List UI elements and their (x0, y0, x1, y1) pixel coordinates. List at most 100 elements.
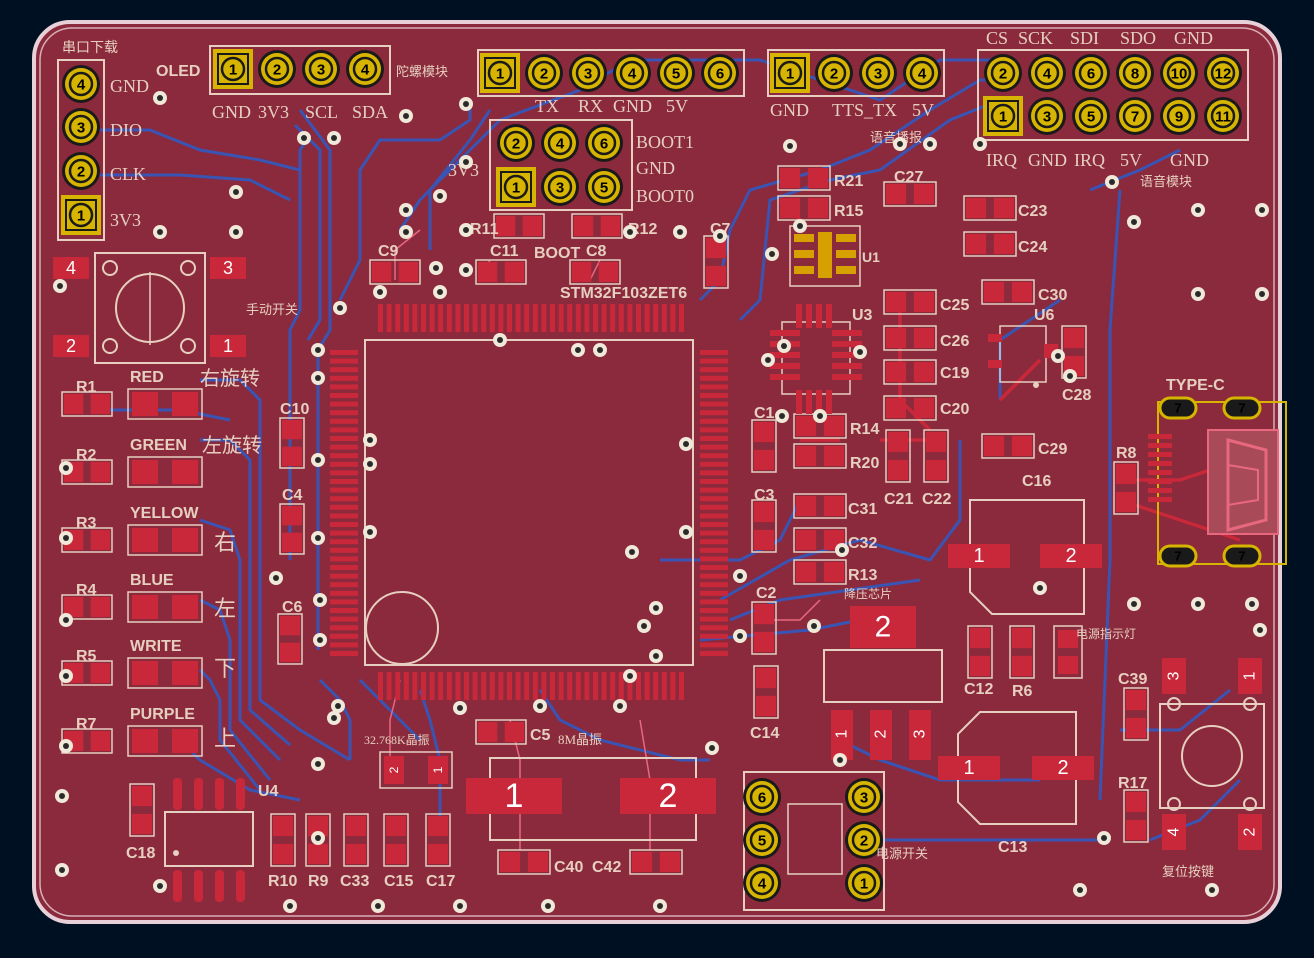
boot-pin-6: 6 (585, 124, 623, 162)
uart-label-gnd: GND (613, 96, 652, 116)
boot-pin-5: 5 (585, 168, 623, 206)
oled-pin-1-num: 1 (229, 62, 237, 79)
label-c13: C13 (998, 839, 1027, 856)
boot-pin-4: 4 (541, 124, 579, 162)
spi-pin-12-num: 12 (1215, 66, 1232, 83)
left-switch-pad-4: 4 (53, 257, 89, 279)
svg-text:2: 2 (875, 611, 892, 644)
part-c15 (383, 813, 409, 867)
xtal32-body (379, 751, 453, 789)
oled-pin-2-num: 2 (273, 62, 281, 79)
boot-pin-6-num: 6 (600, 136, 608, 153)
rot-left-label: 左旋转 (202, 434, 262, 457)
dir-labels: 右 左 下 上 (214, 530, 236, 751)
resistor-r7 (61, 728, 113, 754)
rot-right-label: 右旋转 (200, 367, 260, 390)
left-switch-pad-1: 1 (210, 335, 246, 357)
label-c18: C18 (126, 845, 155, 862)
xtal8: 1 2 8M晶振 (466, 732, 716, 841)
label-r15: R15 (834, 203, 863, 220)
boot-outline (489, 119, 633, 211)
power-switch-pin-3: 3 (845, 778, 883, 816)
tts-pin-1: 1 (770, 53, 810, 93)
uart-label-tx: TX (535, 96, 559, 116)
part-c19 (883, 359, 937, 385)
tts-outline (767, 49, 945, 97)
part-c1 (751, 419, 777, 473)
mcu-pins-right (700, 350, 728, 656)
resistor-label: R2 (76, 447, 97, 464)
cap-c16: 1 2 (948, 499, 1102, 615)
resistor-label: R4 (76, 582, 97, 599)
spi-pin-9-num: 9 (1175, 109, 1183, 126)
part-r14 (793, 413, 847, 439)
prog-header-title: 串口下载 (62, 40, 118, 56)
spi-pin-8-num: 8 (1131, 66, 1139, 83)
part-r6 (1009, 625, 1035, 679)
led-label: BLUE (130, 572, 174, 589)
u1-ic: U1 (789, 225, 880, 287)
boot-pin-2: 2 (497, 124, 535, 162)
svg-text:1: 1 (431, 766, 445, 773)
tts-label-tx: TTS_TX (832, 100, 897, 120)
boot-pin-2-num: 2 (512, 136, 520, 153)
resistor-label: R7 (76, 716, 97, 733)
spi-bottom-irq1: IRQ (986, 150, 1017, 170)
label-c17: C17 (426, 873, 455, 890)
prog-pin-4: 4 (62, 65, 100, 103)
label-c30: C30 (1038, 287, 1067, 304)
mcu-body (364, 339, 694, 666)
tts-pin-3-num: 3 (874, 66, 882, 83)
resistor-r4 (61, 594, 113, 620)
uart-pin-4: 4 (613, 54, 651, 92)
label-c19: C19 (940, 365, 969, 382)
label-c26: C26 (940, 333, 969, 350)
reset-pad-3: 3 (1162, 658, 1186, 694)
uart-pin-5-num: 5 (672, 66, 680, 83)
uart-label-5v: 5V (666, 96, 688, 116)
svg-text:3: 3 (223, 258, 233, 278)
reset-outline (1159, 703, 1265, 809)
power-switch-pin-3-num: 3 (860, 790, 868, 807)
part-r10 (270, 813, 296, 867)
boot-pin-4-num: 4 (556, 136, 565, 153)
part-r17 (1123, 789, 1149, 843)
part-r21 (777, 165, 831, 191)
prog-header-outline (57, 59, 105, 241)
svg-text:2: 2 (66, 336, 76, 356)
prog-label-clk: CLK (110, 164, 146, 184)
regulator-tab (850, 606, 916, 648)
power-switch-pin-2-num: 2 (860, 833, 868, 850)
xtal32: 2 1 32.768K晶振 (364, 733, 453, 789)
u3-ic: U3 (770, 304, 873, 414)
svg-text:1: 1 (834, 729, 851, 738)
oled-outline (209, 45, 391, 95)
part-c29 (981, 433, 1035, 459)
boot-pin-1-num: 1 (512, 180, 520, 197)
usb-shield-pad: 7 (1222, 544, 1262, 568)
part-r13 (793, 559, 847, 585)
svg-text:2: 2 (873, 729, 890, 738)
part-c18 (129, 783, 155, 837)
part-c3 (751, 499, 777, 553)
led-rows: R1REDR2GREENR3YELLOWR4BLUER5WRITER7PURPL… (61, 369, 203, 757)
uart-pin-3-num: 3 (584, 66, 592, 83)
label-r10: R10 (268, 873, 297, 890)
part-r8 (1113, 461, 1139, 515)
label-c23: C23 (1018, 203, 1047, 220)
label-c21: C21 (884, 491, 913, 508)
label-c39: C39 (1118, 671, 1147, 688)
resistor-r1 (61, 391, 113, 417)
spi-top-sdi: SDI (1070, 28, 1099, 48)
label-c20: C20 (940, 401, 969, 418)
oled-pin-4-num: 4 (361, 62, 370, 79)
passives: C9C11C8C7C10C4C6C5C18C33C15C17C40C42R10R… (126, 165, 1149, 890)
label-c32: C32 (848, 535, 877, 552)
uart-pin-2-num: 2 (540, 66, 548, 83)
part-c6 (277, 613, 303, 665)
svg-text:7: 7 (1238, 401, 1245, 416)
part-c11 (475, 259, 527, 285)
